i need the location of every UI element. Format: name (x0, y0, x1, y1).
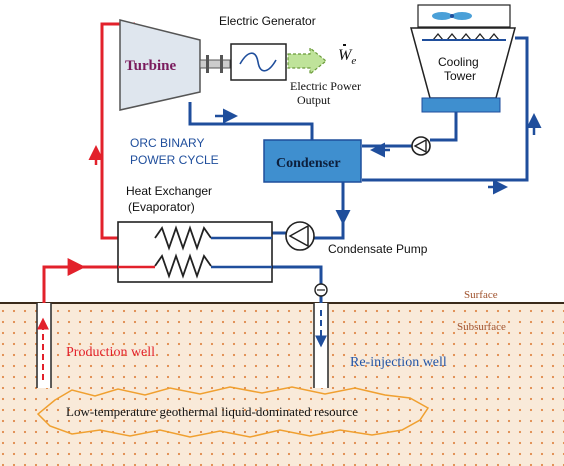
resource-label: Low-temperature geothermal liquid-domina… (66, 404, 358, 419)
surface-label: Surface (464, 289, 498, 301)
reinjection-valve (314, 283, 328, 297)
heat-exchanger (117, 221, 273, 283)
cooling-tower (410, 4, 516, 113)
generator-label: Electric Generator (219, 14, 316, 28)
generator (230, 43, 287, 81)
hx-label-line1: Heat Exchanger (126, 184, 212, 198)
hx-label-line2: (Evaporator) (128, 200, 195, 214)
condensate-pump-label: Condensate Pump (328, 242, 428, 256)
condenser-label: Condenser (276, 156, 341, 171)
power-output-arrow (287, 46, 327, 76)
condenser (263, 139, 362, 183)
cooling-tower-line2: Tower (444, 69, 476, 83)
condensate-pump (285, 221, 315, 251)
vapor-pipe (100, 22, 135, 240)
ground (0, 302, 564, 466)
reinjection-well (313, 303, 329, 388)
cooling-tower-line1: Cooling (438, 55, 479, 69)
turbine-label: Turbine (125, 58, 176, 74)
cycle-label-line2: POWER CYCLE (130, 153, 219, 167)
brine-hot-pipe (42, 265, 120, 303)
production-well-label: Production well (66, 345, 155, 360)
cycle-label-line1: ORC BINARY (130, 136, 204, 150)
resource-outline (36, 386, 430, 438)
turbine (119, 19, 231, 111)
power-output-line1: Electric Power (290, 79, 361, 93)
cooling-pump (411, 136, 431, 156)
reinjection-well-label: Re-injection well (350, 355, 447, 370)
power-symbol: We (338, 47, 356, 67)
power-output-line2: Output (297, 93, 331, 107)
subsurface-label: Subsurface (457, 321, 506, 333)
production-well (36, 303, 52, 388)
